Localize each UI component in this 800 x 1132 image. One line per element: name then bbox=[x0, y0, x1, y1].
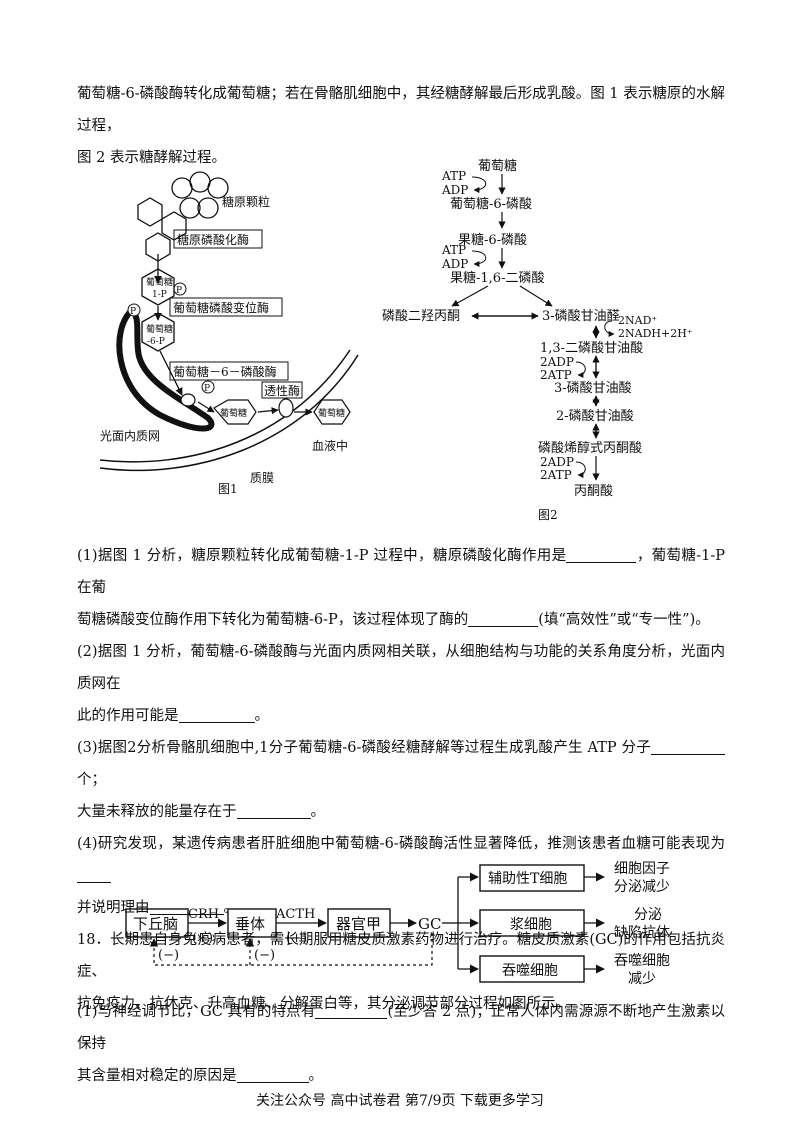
svg-text:2ADP: 2ADP bbox=[540, 355, 574, 369]
question-2: (2)据图 1 分析，葡萄糖-6-磷酸酶与光面内质网相关联，从细胞结构与功能的关… bbox=[77, 644, 725, 724]
svg-text:2-磷酸甘油酸: 2-磷酸甘油酸 bbox=[556, 409, 634, 424]
question-4: (4)研究发现，某遗传病患者肝脏细胞中葡萄糖-6-磷酸酶活性显著降低，推测该患者… bbox=[77, 836, 725, 916]
svg-text:浆细胞: 浆细胞 bbox=[510, 917, 552, 933]
glycogen-label: 糖原颗粒 bbox=[222, 194, 270, 209]
answer-blank[interactable] bbox=[468, 610, 539, 627]
smooth-er bbox=[116, 305, 215, 432]
answer-blank[interactable] bbox=[236, 802, 311, 819]
svg-text:葡萄糖: 葡萄糖 bbox=[478, 158, 517, 174]
svg-text:吞噬细胞: 吞噬细胞 bbox=[502, 963, 558, 979]
svg-text:辅助性T细胞: 辅助性T细胞 bbox=[488, 871, 567, 887]
answer-blank[interactable] bbox=[77, 866, 111, 883]
svg-text:(−): (−) bbox=[158, 948, 179, 963]
svg-text:P: P bbox=[130, 307, 136, 317]
question-1: (1)据图 1 分析，糖原颗粒转化成葡萄糖-1-P 过程中，糖原磷酸化酶作用是，… bbox=[77, 546, 726, 628]
svg-text:ADP: ADP bbox=[441, 257, 468, 271]
svg-text:果糖-1,6-二磷酸: 果糖-1,6-二磷酸 bbox=[450, 270, 544, 286]
svg-text:减少: 减少 bbox=[628, 971, 656, 985]
svg-text:缺陷抗体: 缺陷抗体 bbox=[614, 925, 670, 941]
blood-label: 血液中 bbox=[312, 438, 348, 453]
intro-line-2: 图 2 表示糖酵解过程。 bbox=[77, 150, 226, 166]
svg-text:(+): (+) bbox=[286, 931, 307, 946]
svg-text:1-P: 1-P bbox=[152, 290, 167, 300]
svg-text:磷酸二羟丙酮: 磷酸二羟丙酮 bbox=[382, 309, 460, 324]
answer-blank[interactable] bbox=[651, 738, 725, 755]
svg-text:丙酮酸: 丙酮酸 bbox=[574, 484, 613, 499]
plasma-membrane bbox=[99, 349, 351, 463]
svg-text:葡萄糖: 葡萄糖 bbox=[318, 407, 345, 419]
svg-text:ADP: ADP bbox=[441, 183, 468, 197]
enzyme1-label: 糖原磷酸化酶 bbox=[177, 232, 249, 247]
svg-text:垂体: 垂体 bbox=[235, 915, 265, 933]
enzyme2-label: 葡萄糖磷酸变位酶 bbox=[173, 300, 269, 315]
question-3: (3)据图2分析骨骼肌细胞中,1分子葡萄糖-6-磷酸经糖酵解等过程生成乳酸产生 … bbox=[77, 732, 725, 828]
arrow-3 bbox=[159, 350, 183, 396]
svg-text:ACTH: ACTH bbox=[275, 907, 315, 922]
svg-text:果糖-6-磷酸: 果糖-6-磷酸 bbox=[458, 232, 527, 248]
answer-blank[interactable] bbox=[236, 1066, 309, 1083]
svg-text:器官甲: 器官甲 bbox=[336, 915, 381, 933]
svg-text:1,3-二磷酸甘油酸: 1,3-二磷酸甘油酸 bbox=[540, 341, 643, 356]
glycogen-granule bbox=[171, 171, 229, 219]
gc-label: GC bbox=[418, 915, 441, 933]
svg-text:-6-P: -6-P bbox=[147, 337, 165, 347]
svg-text:下丘脑: 下丘脑 bbox=[133, 915, 178, 933]
answer-blank[interactable] bbox=[178, 706, 255, 723]
figure2-caption: 图2 bbox=[538, 508, 558, 522]
intro-line-1: 葡萄糖-6-磷酸酶转化成葡萄糖；若在骨骼肌细胞中，其经糖酵解最后形成乳酸。图 1… bbox=[77, 86, 725, 134]
svg-text:2ATP: 2ATP bbox=[540, 468, 572, 482]
figure1-caption: 图1 bbox=[218, 482, 238, 496]
svg-text:ATP: ATP bbox=[441, 169, 466, 183]
er-label: 光面内质网 bbox=[100, 429, 160, 443]
enzyme3-label: 葡萄糖－6－磷酸酶 bbox=[173, 364, 277, 379]
figure-3-gc-regulation: 下丘脑 CRH (+) 垂体 ACTH (+) 器官甲 GC (−) (−) 辅… bbox=[125, 861, 670, 985]
svg-text:2ATP: 2ATP bbox=[540, 368, 572, 382]
answer-blank[interactable] bbox=[149, 898, 224, 915]
svg-text:分泌: 分泌 bbox=[634, 907, 662, 923]
svg-text:葡萄糖-6-磷酸: 葡萄糖-6-磷酸 bbox=[450, 196, 532, 212]
svg-text:ATP: ATP bbox=[441, 243, 466, 257]
intro-paragraph: 葡萄糖-6-磷酸酶转化成葡萄糖；若在骨骼肌细胞中，其经糖酵解最后形成乳酸。图 1… bbox=[77, 78, 725, 174]
svg-text:葡萄糖: 葡萄糖 bbox=[146, 276, 173, 288]
svg-text:3-磷酸甘油醛: 3-磷酸甘油醛 bbox=[542, 308, 620, 324]
membrane-label: 质膜 bbox=[250, 471, 274, 485]
svg-text:2NAD⁺: 2NAD⁺ bbox=[618, 314, 657, 327]
svg-text:分泌减少: 分泌减少 bbox=[614, 879, 670, 895]
svg-text:吞噬细胞: 吞噬细胞 bbox=[614, 953, 670, 969]
svg-text:细胞因子: 细胞因子 bbox=[614, 861, 670, 877]
svg-text:葡萄糖: 葡萄糖 bbox=[146, 323, 173, 335]
question-18-1: (1)与神经调节比，GC 具有的特点有(至少答 2 点)；正常人体内需源源不断地… bbox=[77, 1002, 725, 1084]
svg-text:(+): (+) bbox=[192, 931, 213, 946]
svg-text:磷酸烯醇式丙酮酸: 磷酸烯醇式丙酮酸 bbox=[538, 440, 642, 456]
answer-blank[interactable] bbox=[566, 546, 637, 563]
th-cell-box bbox=[479, 864, 585, 892]
page-footer: 关注公众号 高中试卷君 第7/9页 下载更多学习 bbox=[256, 1093, 544, 1109]
svg-text:2NADH+2H⁺: 2NADH+2H⁺ bbox=[618, 327, 693, 340]
figure-1-glycogen-hydrolysis: 糖原颗粒 糖原磷酸化酶 葡萄糖 1-P P 葡萄糖磷酸变位酶 P 葡萄糖 -6-… bbox=[99, 171, 359, 496]
permease-label: 透性酶 bbox=[264, 383, 300, 398]
svg-text:2ADP: 2ADP bbox=[540, 455, 574, 469]
svg-text:3-磷酸甘油酸: 3-磷酸甘油酸 bbox=[554, 381, 632, 396]
svg-text:P: P bbox=[176, 286, 182, 296]
answer-blank[interactable] bbox=[315, 1002, 388, 1019]
svg-text:(−): (−) bbox=[254, 948, 275, 963]
figure-2-glycolysis: 葡萄糖 ATP ADP 葡萄糖-6-磷酸 果糖-6-磷酸 ATP ADP 果糖-… bbox=[382, 158, 693, 522]
glucose-chain bbox=[137, 197, 187, 262]
svg-text:P: P bbox=[204, 384, 210, 394]
svg-text:葡萄糖: 葡萄糖 bbox=[220, 407, 247, 419]
svg-text:CRH: CRH bbox=[188, 907, 219, 922]
